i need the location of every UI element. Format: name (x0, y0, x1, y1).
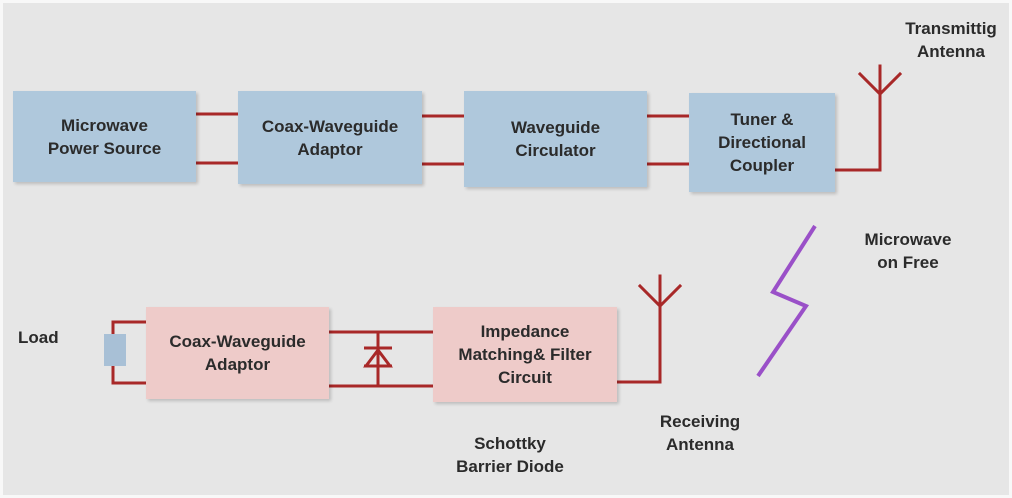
waveguide-circulator-block: Waveguide Circulator (464, 91, 647, 187)
receiving-antenna-label: Receiving Antenna (659, 412, 741, 454)
microwave-on-free-label: Microwave on Free (864, 230, 952, 272)
transmit-feed-line (833, 88, 882, 172)
tx-coax-waveguide-adaptor-block: Coax-Waveguide Adaptor (238, 91, 422, 184)
transmitting-antenna-label: Transmittig Antenna (905, 19, 997, 61)
schottky-diode-icon (363, 346, 393, 368)
impedance-matching-filter-block: Impedance Matching& Filter Circuit (433, 307, 617, 402)
microwave-beam-icon (756, 224, 817, 378)
load-icon (104, 334, 126, 366)
schottky-barrier-diode-label: Schottky Barrier Diode (456, 434, 564, 476)
receive-feed-line (615, 303, 662, 384)
load-label: Load (18, 328, 59, 347)
rx-coax-waveguide-adaptor-block: Coax-Waveguide Adaptor (146, 307, 329, 399)
tuner-directional-coupler-block: Tuner & Directional Coupler (689, 93, 835, 192)
microwave-power-source-block: Microwave Power Source (13, 91, 196, 182)
